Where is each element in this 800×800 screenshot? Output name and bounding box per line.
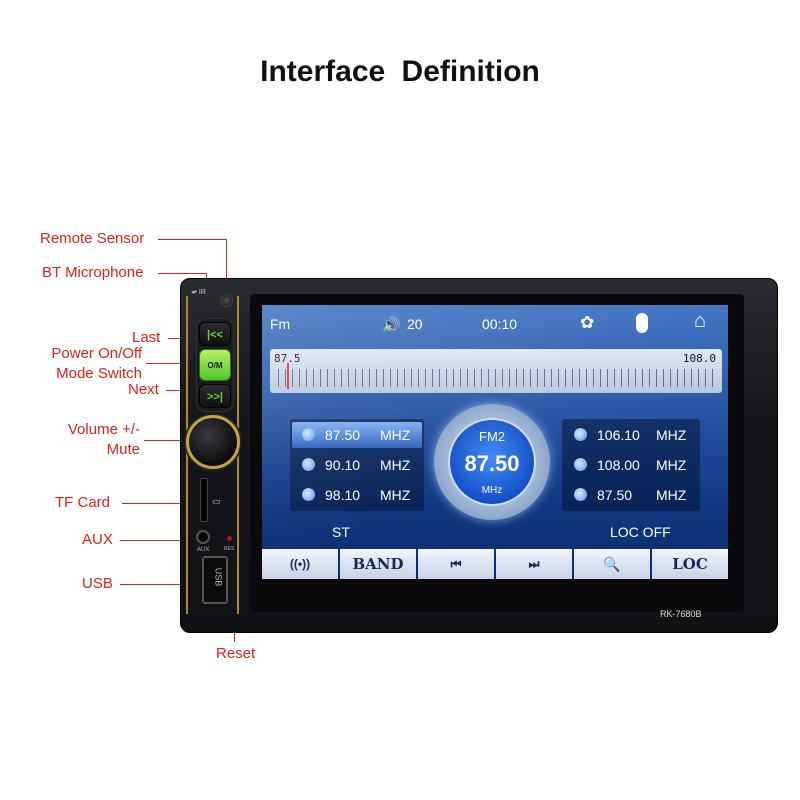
leader-aux [120,540,198,541]
band-label: Fm [270,316,291,332]
leader-remote-sensor [158,239,226,240]
stereo-indicator: ST [332,524,350,540]
frequency-dial [448,418,536,506]
preset-unit: MHZ [380,427,411,443]
status-bar: Fm 🔊 20 00:10 ✿ ⌂ [262,305,728,343]
power-mode-button[interactable]: O/M [199,349,231,381]
search-icon[interactable]: 🔍 [574,549,650,579]
settings-icon[interactable]: ✿ [580,313,595,332]
callout-last: Last [132,329,161,346]
ruler-ticks [278,369,714,387]
aux-port[interactable] [196,530,210,544]
preset-left-2[interactable]: 90.10 MHZ [292,452,422,478]
preset-icon [302,488,315,501]
leader-volume [144,440,192,441]
page-title: Interface Definition [260,55,540,88]
dial-frequency: 87.50 [464,451,520,476]
preset-freq: 98.10 [325,487,361,503]
gold-trim-left [186,296,188,614]
preset-freq: 90.10 [325,457,361,473]
gold-trim-right [237,296,239,614]
preset-freq: 106.10 [597,427,640,443]
preset-freq: 87.50 [597,487,633,503]
tuning-needle [287,363,289,389]
model-label: RK-7680B [660,609,702,619]
prev-track-icon[interactable]: ⏮ [418,549,494,579]
home-icon[interactable]: ⌂ [694,310,707,332]
preset-icon [302,458,315,471]
band-tab[interactable]: BAND [340,549,416,579]
preset-right-3[interactable]: 87.50 MHZ [564,482,694,508]
bottom-toolbar: ((•)) BAND ⏮ ⏭ 🔍 LOC [262,549,728,579]
frequency-ruler[interactable]: 87.5 108.0 [270,349,722,393]
volume-knob[interactable] [186,415,240,469]
preset-left-3[interactable]: 98.10 MHZ [292,482,422,508]
callout-power: Power On/Off Mode Switch [10,344,142,384]
dial-unit: MHz [481,485,503,496]
callout-volume: Volume +/- Mute [20,420,140,460]
remote-sensor-lens [220,294,233,307]
preset-left-1[interactable]: 87.50 MHZ [292,422,422,448]
preset-freq: 108.00 [597,457,640,473]
callout-bt-microphone: BT Microphone [42,264,144,281]
radio-screen: Fm 🔊 20 00:10 ✿ ⌂ 87.5 108.0 87.50 MHZ 9… [262,305,728,579]
ruler-min-label: 87.5 [274,352,301,365]
aux-port-label: AUX [197,547,210,553]
preset-icon [574,458,587,471]
usb-port[interactable]: USB [202,556,228,604]
callout-volume-line1: Volume +/- [67,421,140,438]
next-button[interactable]: >>| [199,384,231,408]
callout-aux: AUX [82,531,113,548]
callout-usb: USB [82,575,113,592]
preset-right-1[interactable]: 106.10 MHZ [564,422,694,448]
last-button[interactable]: |<< [199,322,231,346]
bluetooth-icon[interactable] [636,313,648,333]
callout-power-line2: Mode Switch [56,365,142,382]
reset-label: RES [224,546,235,552]
clock: 00:10 [482,316,518,332]
preset-freq: 87.50 [325,427,361,443]
leader-usb [120,584,204,585]
sd-card-icon: ▭ [212,496,221,506]
volume-level: 20 [407,316,423,332]
loc-tab[interactable]: LOC [652,549,728,579]
callout-power-line1: Power On/Off [51,345,142,362]
preset-unit: MHZ [656,427,687,443]
dial-band: FM2 [479,429,505,444]
callout-next: Next [128,381,159,398]
leader-tf-card [122,503,202,504]
usb-port-label: USB [213,567,224,587]
tf-card-slot[interactable] [200,478,208,522]
reset-hole[interactable] [227,536,232,541]
callout-reset: Reset [216,645,256,662]
next-track-icon[interactable]: ⏭ [496,549,572,579]
preset-unit: MHZ [380,457,411,473]
preset-icon [574,488,587,501]
ir-label: ◂• IR [191,289,206,296]
callout-tf-card: TF Card [55,494,111,511]
preset-icon [574,428,587,441]
loc-status: LOC OFF [610,524,671,540]
signal-tab[interactable]: ((•)) [262,549,338,579]
callout-volume-line2: Mute [106,441,140,458]
leader-power [146,363,202,364]
leader-bt-mic [158,273,206,274]
leader-remote-sensor-v [226,239,227,294]
preset-unit: MHZ [656,457,687,473]
callout-remote-sensor: Remote Sensor [40,230,145,247]
volume-icon[interactable]: 🔊 [382,317,401,334]
preset-icon [302,428,315,441]
preset-unit: MHZ [656,487,687,503]
ruler-max-label: 108.0 [682,352,716,365]
preset-unit: MHZ [380,487,411,503]
preset-right-2[interactable]: 108.00 MHZ [564,452,694,478]
